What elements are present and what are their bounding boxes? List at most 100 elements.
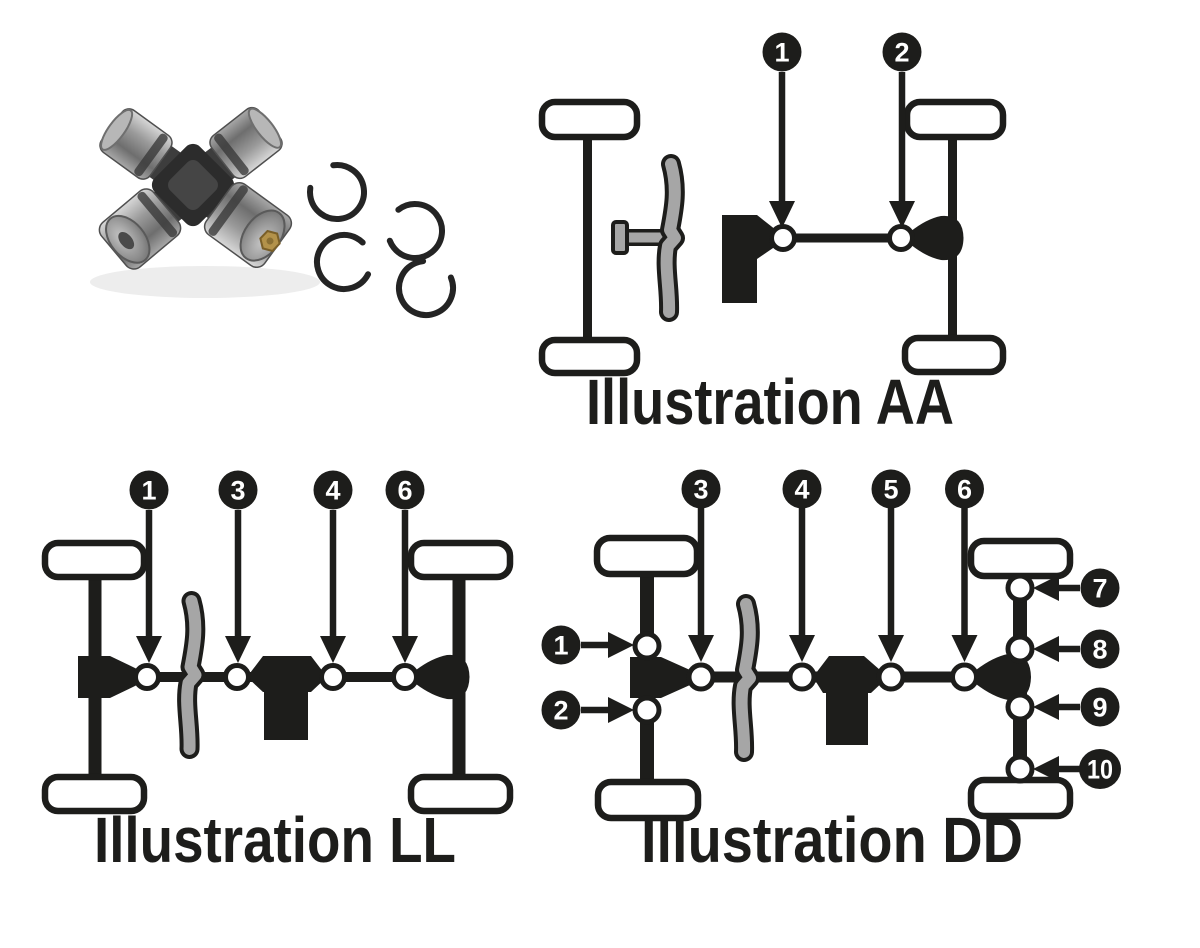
callout-label: 5	[883, 475, 898, 505]
dd-ujoints	[632, 573, 1035, 784]
ujoint-marker-1	[133, 663, 161, 691]
snap-ring-icon	[307, 162, 367, 222]
callout-badge	[762, 32, 802, 72]
aa-flex-coupling	[656, 154, 685, 322]
callout-label: 6	[397, 476, 412, 506]
callout-label: 7	[1092, 574, 1107, 604]
callout-badge	[945, 469, 984, 509]
dd-top-arrowheads	[688, 635, 978, 662]
dd-right-callout-arrows	[1058, 584, 1080, 773]
dd-right-arrowheads	[1033, 575, 1059, 782]
callout-badge	[385, 470, 425, 510]
callout-badge	[782, 469, 822, 509]
dd-wheels	[593, 534, 1074, 822]
callout-badge	[1080, 568, 1120, 608]
arrowhead-icon	[136, 636, 162, 663]
callout-badge	[129, 470, 169, 510]
dd-top-callout-arrows	[697, 508, 968, 636]
illustration-ll-title: Illustration LL	[94, 804, 456, 876]
ujoint-marker-7	[1005, 573, 1035, 603]
callout-badge	[541, 690, 581, 730]
arrowhead-icon	[1033, 636, 1059, 662]
ll-flex-coupling	[177, 591, 206, 759]
ujoint-marker-10	[1005, 754, 1035, 784]
wheel-icon	[407, 773, 514, 815]
ll-rear-differential	[416, 654, 470, 700]
ujoint-marker-3	[686, 662, 716, 692]
aa-front-axle	[583, 135, 592, 343]
aa-driveshaft	[770, 233, 906, 243]
illustration-aa: 1 2 Illustration AA	[538, 32, 1007, 438]
callout-label: 3	[693, 475, 708, 505]
arrowhead-icon	[769, 201, 795, 228]
callout-label: 2	[553, 696, 568, 726]
callout-label: 1	[141, 476, 156, 506]
callout-label: 4	[794, 475, 809, 505]
ll-ujoints	[133, 663, 419, 691]
ujoint-marker-1	[632, 631, 662, 661]
snap-ring-icon	[385, 201, 445, 261]
dd-left-arrowheads	[608, 632, 634, 723]
wheel-icon	[594, 778, 702, 822]
ll-wheels	[41, 539, 514, 815]
ujoint-marker-6	[391, 663, 419, 691]
callout-badge	[218, 470, 258, 510]
dd-front-differential	[630, 657, 690, 698]
arrowhead-icon	[878, 635, 904, 662]
arrowhead-icon	[951, 635, 978, 662]
ujoint-marker-3	[223, 663, 251, 691]
callout-label: 1	[774, 38, 789, 68]
aa-steering-column	[611, 154, 685, 322]
ll-front-differential	[78, 656, 137, 698]
callout-label: 6	[957, 475, 972, 505]
arrowhead-icon	[608, 697, 634, 723]
wheel-icon	[901, 334, 1007, 376]
illustration-dd-title: Illustration DD	[641, 804, 1023, 876]
callout-label: 8	[1092, 635, 1107, 665]
arrowhead-icon	[225, 636, 251, 663]
arrowhead-icon	[1033, 694, 1059, 720]
arrowhead-icon	[320, 636, 346, 663]
callout-badge	[313, 470, 353, 510]
callout-badge	[1080, 687, 1120, 727]
snap-ring-icon	[314, 232, 374, 292]
wheel-icon	[538, 336, 641, 377]
arrowhead-icon	[789, 635, 815, 662]
arrowhead-icon	[1033, 756, 1059, 782]
ujoint-cap-upper-left	[99, 108, 173, 180]
ujoint-photo	[90, 106, 456, 318]
wheel-icon	[967, 537, 1074, 580]
callout-badge	[882, 32, 922, 72]
callout-badge	[541, 625, 581, 665]
illustration-aa-title: Illustration AA	[586, 366, 954, 438]
callout-badge	[681, 469, 721, 509]
ujoint-marker-1	[769, 224, 797, 252]
callout-badge	[1079, 749, 1121, 789]
ujoint-center	[151, 143, 235, 227]
wheel-icon	[593, 534, 701, 578]
ujoint-marker-2	[887, 224, 915, 252]
wheel-icon	[41, 773, 148, 815]
ujoint-marker-6	[950, 662, 979, 692]
callout-label: 4	[325, 476, 340, 506]
ujoint-marker-8	[1005, 634, 1035, 664]
callout-badge	[871, 469, 911, 509]
photo-shadow	[90, 266, 320, 298]
grease-fitting-icon	[259, 229, 281, 253]
ujoint-cap-upper-right	[209, 106, 283, 180]
illustration-ll: 1 3 4 6 Illustration LL	[41, 470, 514, 876]
aa-callout-arrows	[778, 72, 906, 203]
snap-rings	[307, 162, 456, 318]
arrowhead-icon	[889, 201, 915, 228]
ujoint-marker-9	[1005, 692, 1035, 722]
wheel-icon	[538, 98, 641, 141]
ll-transmission	[247, 656, 327, 740]
ujoint-marker-5	[876, 662, 906, 692]
wheel-icon	[903, 98, 1007, 141]
arrowhead-icon	[608, 632, 634, 658]
callout-label: 2	[894, 38, 909, 68]
arrowhead-icon	[1033, 575, 1059, 601]
wheel-icon	[407, 539, 514, 581]
arrowhead-icon	[688, 635, 714, 662]
